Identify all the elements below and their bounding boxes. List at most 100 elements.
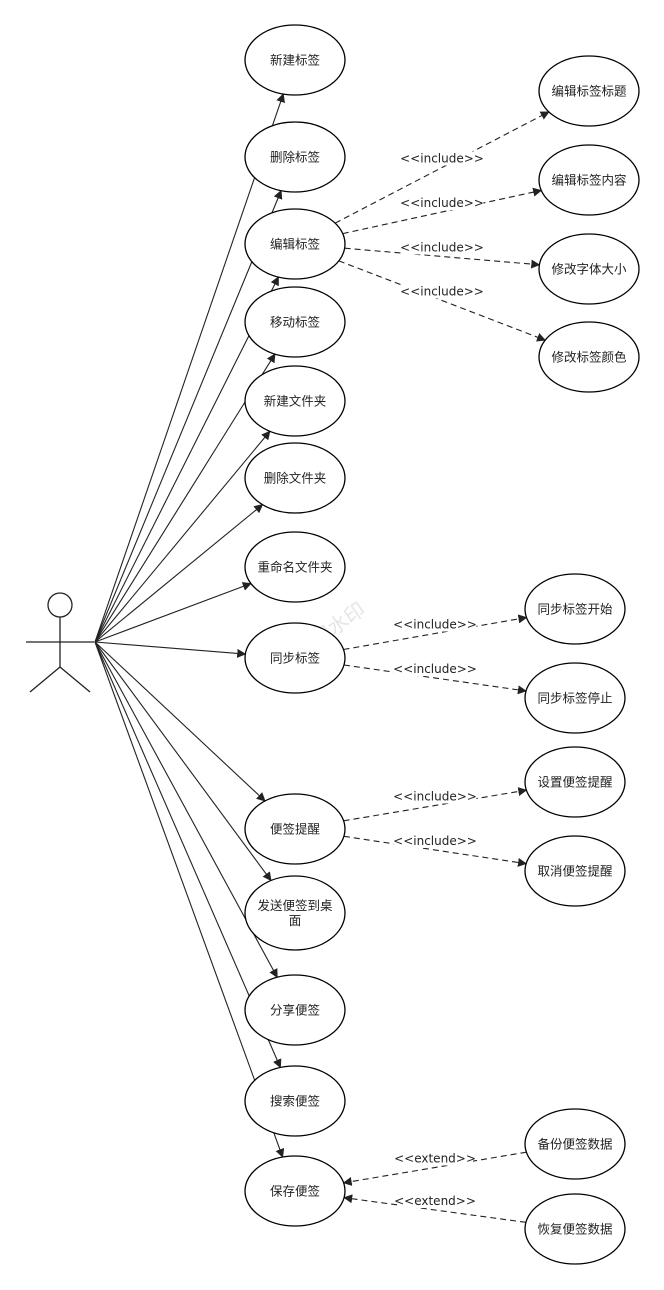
use-case-label: 修改字体大小 — [551, 262, 627, 277]
use-case-ellipse — [244, 121, 346, 193]
use-case-ellipse — [524, 835, 626, 907]
use-case-rename-folder[interactable]: 重命名文件夹 — [244, 531, 346, 603]
use-case-restore-data[interactable]: 恢复便签数据 — [524, 1193, 626, 1265]
use-case-ellipse — [524, 1193, 626, 1265]
actor-figure[interactable] — [26, 592, 94, 693]
use-case-label: 设置便签提醒 — [537, 775, 613, 790]
use-case-label: 同步标签 — [270, 651, 321, 666]
association-new-tag — [94, 93, 285, 643]
stereotype-label: <<include>> — [400, 196, 484, 210]
stereotype-label-bg — [397, 1194, 473, 1208]
use-case-label: 新建文件夹 — [264, 394, 327, 409]
use-case-new-tag[interactable]: 新建标签 — [244, 24, 346, 96]
use-case-label: 移动标签 — [270, 315, 321, 330]
use-case-ellipse — [538, 55, 640, 127]
use-case-ellipse — [244, 875, 346, 951]
association-delete-tag — [94, 189, 283, 643]
use-case-label: 修改标签颜色 — [551, 350, 627, 365]
use-case-label: 搜索便签 — [270, 1094, 321, 1109]
use-case-ellipse — [244, 793, 346, 865]
stereotype-label: <<include>> — [400, 241, 484, 255]
stereotype-label-bg — [393, 662, 477, 676]
stereotype-label-bg — [393, 789, 477, 804]
use-case-ellipse — [244, 365, 346, 437]
stereotype-label: <<include>> — [400, 285, 484, 299]
use-case-delete-folder[interactable]: 删除文件夹 — [244, 442, 346, 514]
stereotype-label-bg — [400, 196, 484, 210]
use-case-ellipse — [244, 442, 346, 514]
use-case-edit-content[interactable]: 编辑标签内容 — [538, 144, 640, 216]
dependency-sync-tag-to-sync-start — [343, 614, 528, 651]
use-case-label: 同步标签停止 — [537, 691, 612, 706]
stereotype-label: <<include>> — [393, 618, 477, 632]
use-case-label: 重命名文件夹 — [257, 560, 332, 575]
stereotype-labels: <<include>> <<include>> <<include>> <<inclu… — [393, 151, 484, 1208]
stereotype-label-bg — [393, 617, 477, 632]
use-case-delete-tag[interactable]: 删除标签 — [244, 121, 346, 193]
association-rename-folder — [94, 582, 252, 643]
use-case-change-color[interactable]: 修改标签颜色 — [538, 321, 640, 393]
use-case-new-folder[interactable]: 新建文件夹 — [244, 365, 346, 437]
dependency-backup-data-to-save-note — [342, 1151, 527, 1186]
association-note-reminder — [94, 641, 266, 802]
use-case-ellipse — [524, 662, 626, 734]
use-case-label: 恢复便签数据 — [537, 1222, 612, 1237]
use-case-cancel-reminder[interactable]: 取消便签提醒 — [524, 835, 626, 907]
use-case-ellipse — [538, 233, 640, 305]
use-case-save-note[interactable]: 保存便签 — [244, 1155, 346, 1227]
use-case-ellipse — [524, 573, 626, 645]
stereotype-label: <<extend>> — [394, 1194, 476, 1208]
stereotype-label-bg — [393, 834, 477, 848]
use-case-label: 取消便签提醒 — [537, 864, 613, 879]
use-case-label: 备份便签数据 — [537, 1137, 612, 1152]
use-case-share-note[interactable]: 分享便签 — [244, 974, 346, 1046]
association-lines — [94, 93, 285, 1158]
use-case-label: 同步标签开始 — [537, 602, 613, 617]
use-case-sync-tag[interactable]: 同步标签 — [244, 622, 346, 694]
use-case-label: 便签提醒 — [270, 822, 321, 837]
use-case-search-note[interactable]: 搜索便签 — [244, 1065, 346, 1137]
stereotype-label-bg — [400, 284, 484, 299]
dependency-edit-tag-to-edit-content — [342, 187, 543, 235]
use-case-sync-start[interactable]: 同步标签开始 — [524, 573, 626, 645]
dependency-restore-data-to-save-note — [343, 1194, 526, 1223]
stereotype-label: <<include>> — [393, 834, 477, 848]
use-case-ellipse — [538, 144, 640, 216]
stereotype-label: <<include>> — [393, 790, 477, 804]
use-case-ellipse — [244, 531, 346, 603]
use-case-edit-tag[interactable]: 编辑标签 — [244, 208, 346, 280]
use-case-ellipse — [244, 622, 346, 694]
use-case-label: 发送便签到桌 — [257, 898, 333, 913]
use-case-sync-stop[interactable]: 同步标签停止 — [524, 662, 626, 734]
use-case-ellipse — [244, 974, 346, 1046]
use-case-set-reminder[interactable]: 设置便签提醒 — [524, 746, 626, 818]
stereotype-label-bg — [400, 240, 484, 255]
use-case-ellipse — [244, 286, 346, 358]
use-case-ellipse — [244, 1065, 346, 1137]
association-sync-tag — [94, 641, 247, 658]
stereotype-label-bg — [397, 1151, 473, 1166]
stereotype-label: <<include>> — [400, 152, 484, 166]
use-case-ellipse — [244, 1155, 346, 1227]
dependency-edit-tag-to-change-font — [344, 247, 541, 269]
use-case-ellipse — [524, 1108, 626, 1180]
use-case-label: 新建标签 — [270, 53, 321, 68]
actor-right-leg — [59, 666, 91, 693]
use-case-label: 编辑标签标题 — [551, 84, 627, 99]
use-case-label: 编辑标签 — [270, 237, 321, 252]
use-cases: 新建标签删除标签编辑标签移动标签新建文件夹删除文件夹重命名文件夹同步标签便签提醒… — [244, 24, 640, 1265]
use-case-backup-data[interactable]: 备份便签数据 — [524, 1108, 626, 1180]
stereotype-label: <<extend>> — [394, 1152, 476, 1166]
dependency-note-reminder-to-set-reminder — [343, 787, 528, 822]
association-save-note — [94, 641, 285, 1158]
use-case-edit-title[interactable]: 编辑标签标题 — [538, 55, 640, 127]
actor-left-leg — [29, 666, 61, 693]
use-case-change-font[interactable]: 修改字体大小 — [538, 233, 640, 305]
dependency-edit-tag-to-edit-title — [334, 111, 550, 224]
use-case-move-tag[interactable]: 移动标签 — [244, 286, 346, 358]
dependency-edit-tag-to-change-color — [338, 260, 547, 342]
use-case-label: 面 — [289, 913, 302, 928]
use-case-note-reminder[interactable]: 便签提醒 — [244, 793, 346, 865]
